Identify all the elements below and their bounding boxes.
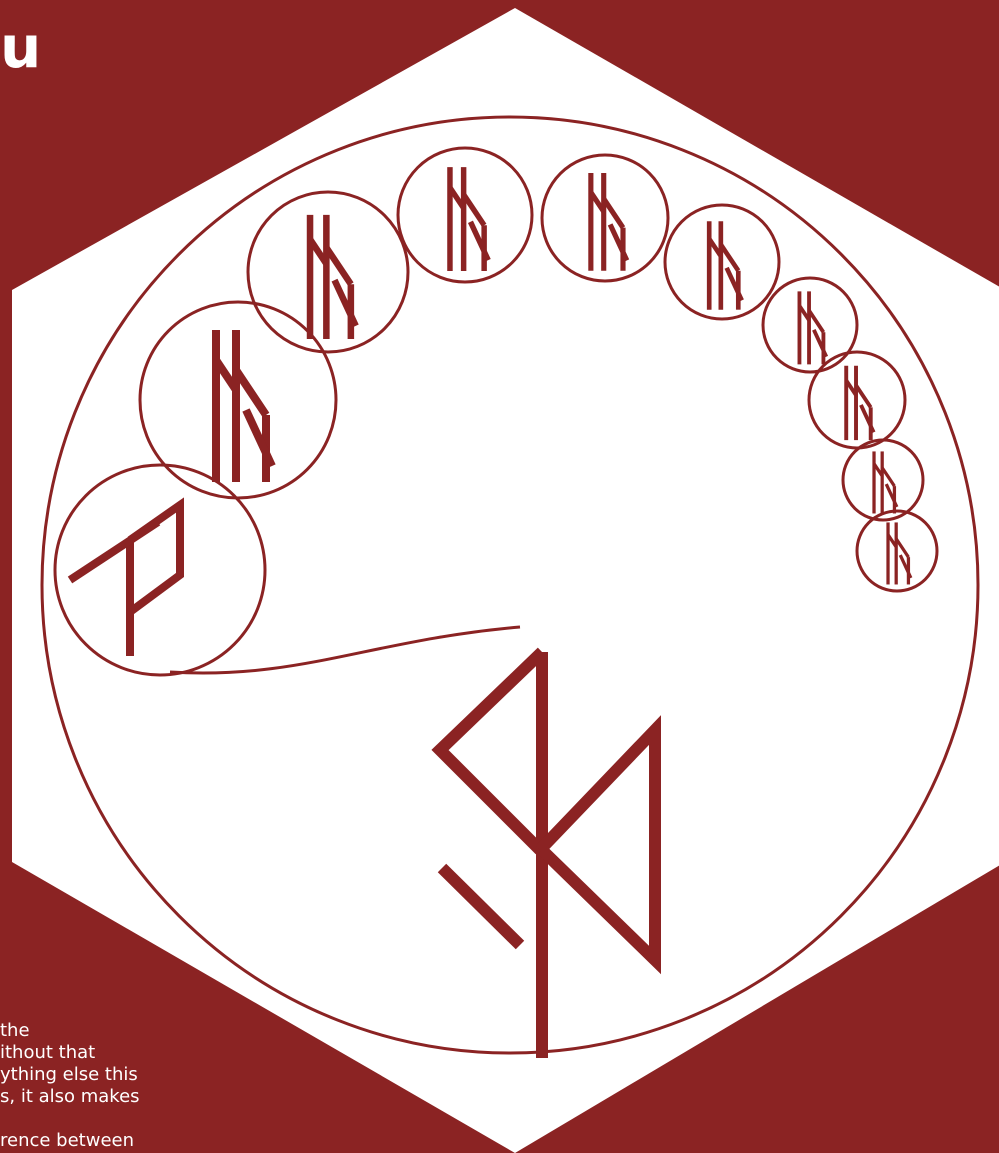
hexagon-panel [12,8,999,1153]
body-text: the ithout that ything else this s, it a… [0,1020,240,1152]
body-line: the [0,1020,240,1042]
body-line: ything else this [0,1064,240,1086]
body-line: s, it also makes [0,1086,240,1108]
body-line: rence between [0,1130,240,1152]
body-line: ithout that [0,1042,240,1064]
